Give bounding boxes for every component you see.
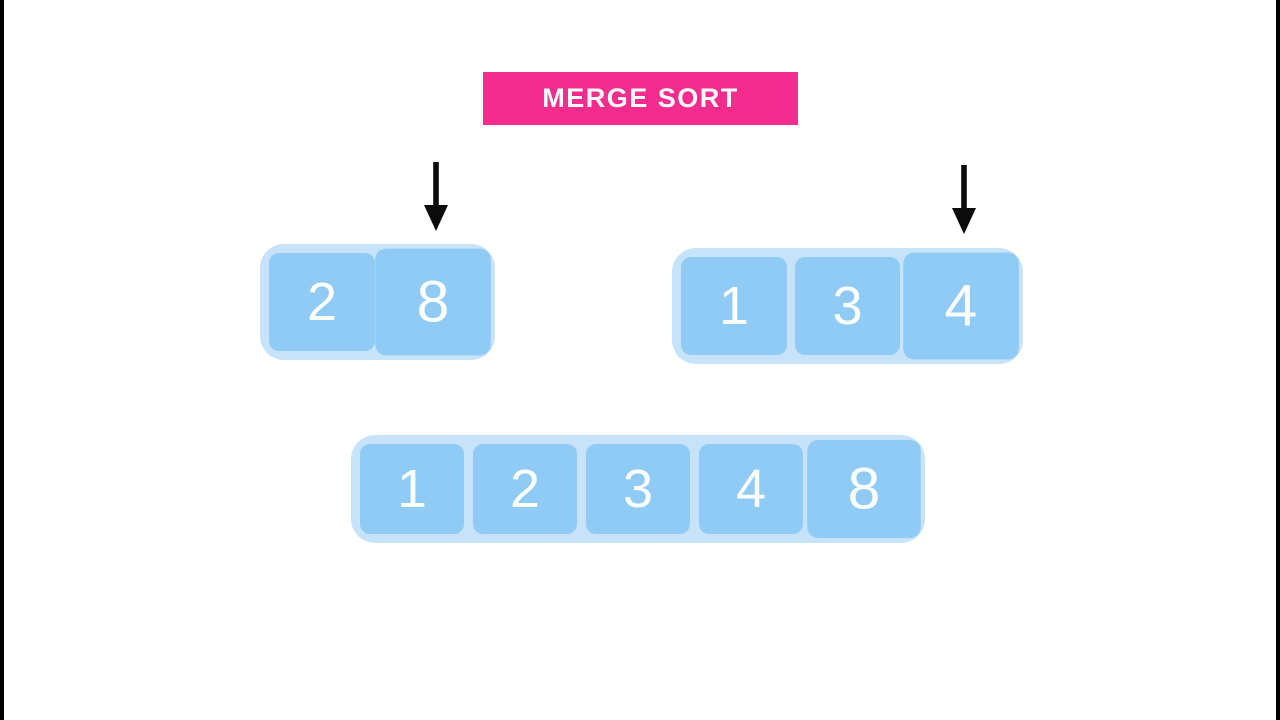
array-cell: 3 [794, 257, 901, 355]
array-cell-pointed: 8 [375, 248, 491, 356]
right-letterbox-bar [1276, 0, 1280, 720]
left-subarray: 2 8 [260, 244, 495, 360]
down-arrow-icon-left-pointer [424, 162, 448, 231]
array-cell: 3 [586, 444, 690, 534]
array-cell: 1 [360, 444, 464, 534]
left-letterbox-bar [0, 0, 4, 720]
right-subarray: 1 3 4 [672, 248, 1023, 364]
array-cell: 1 [681, 257, 787, 355]
array-cell: 4 [699, 444, 803, 534]
array-cell-pointed: 4 [903, 252, 1019, 360]
merged-array: 1 2 3 4 8 [351, 435, 925, 543]
array-cell: 2 [269, 253, 375, 351]
array-cell-highlighted: 8 [807, 439, 921, 539]
array-cell: 2 [473, 444, 577, 534]
down-arrow-icon-right-pointer [952, 165, 976, 234]
title-banner: MERGE SORT [483, 72, 798, 125]
